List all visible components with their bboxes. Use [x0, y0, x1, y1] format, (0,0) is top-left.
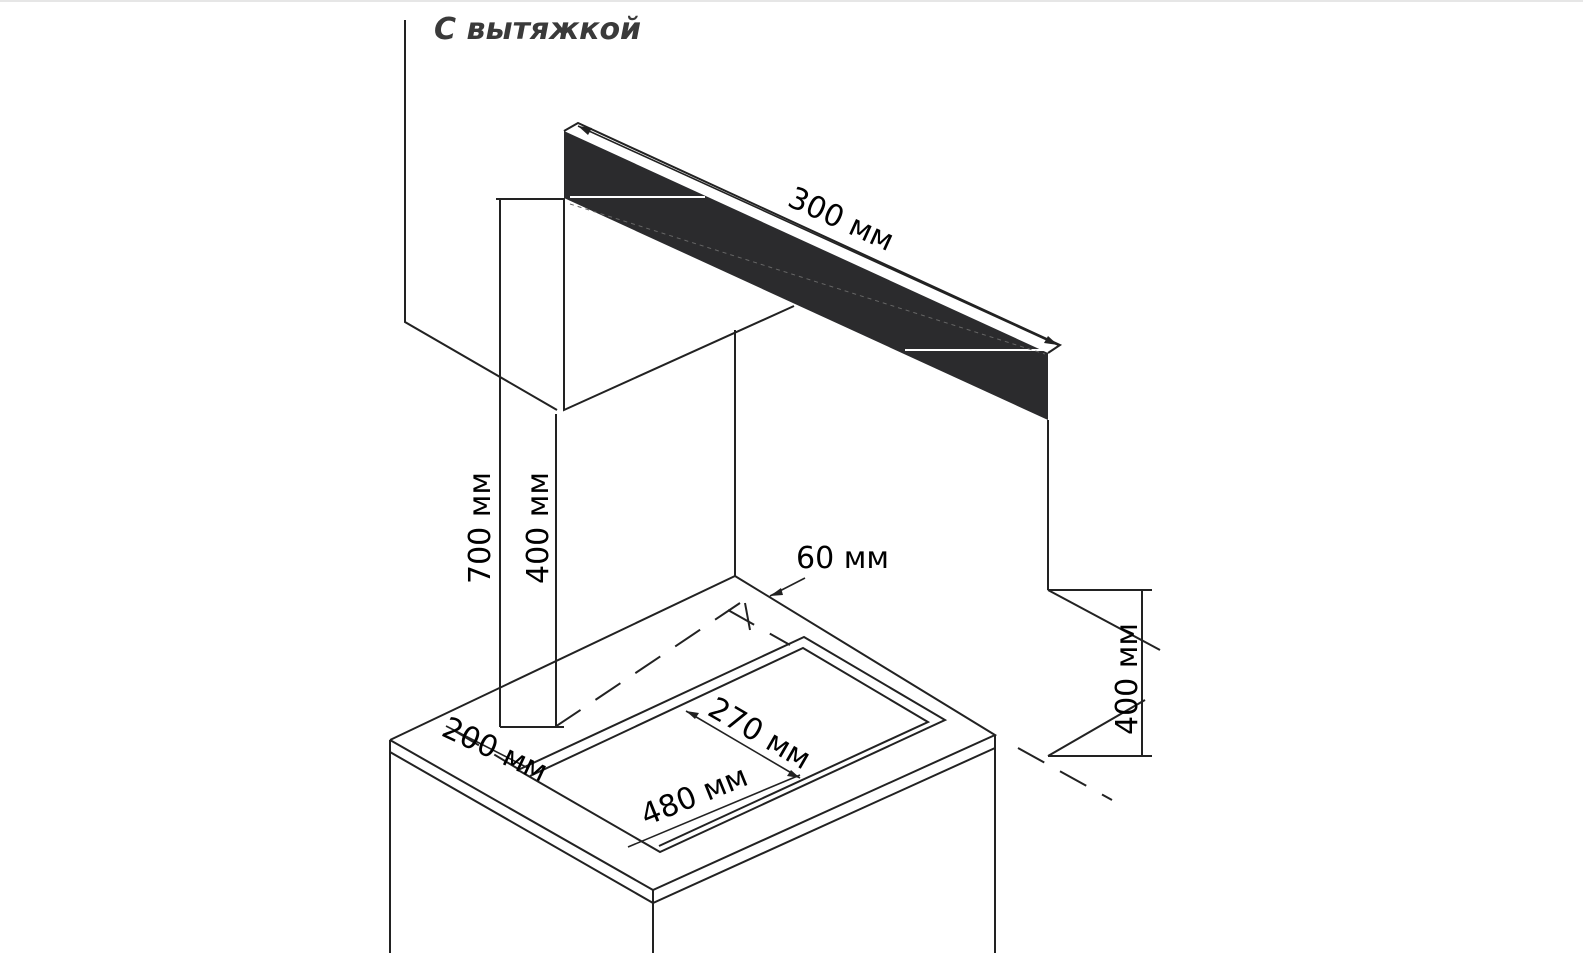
back-gap-label: 60 мм	[796, 541, 889, 576]
front-offset-dimension	[445, 725, 529, 769]
back-gap-dimension	[769, 577, 806, 597]
cabinet	[389, 574, 998, 953]
height-400-label: 400 мм	[521, 472, 556, 584]
diagram-title: С вытяжкой	[434, 12, 641, 47]
hood-front-panel	[564, 131, 1048, 420]
height-dimension-lines	[496, 198, 564, 728]
hob-outline	[517, 635, 948, 854]
right-height-dimension	[1047, 589, 1161, 757]
front-offset-label: 200 мм	[437, 711, 553, 790]
hood	[563, 121, 1063, 590]
wall-outline	[404, 20, 736, 576]
right-height-400-label: 400 мм	[1110, 623, 1145, 735]
hob-width-label: 480 мм	[636, 759, 753, 833]
height-700-label: 700 мм	[463, 472, 498, 584]
hob-depth-label: 270 мм	[702, 691, 817, 777]
